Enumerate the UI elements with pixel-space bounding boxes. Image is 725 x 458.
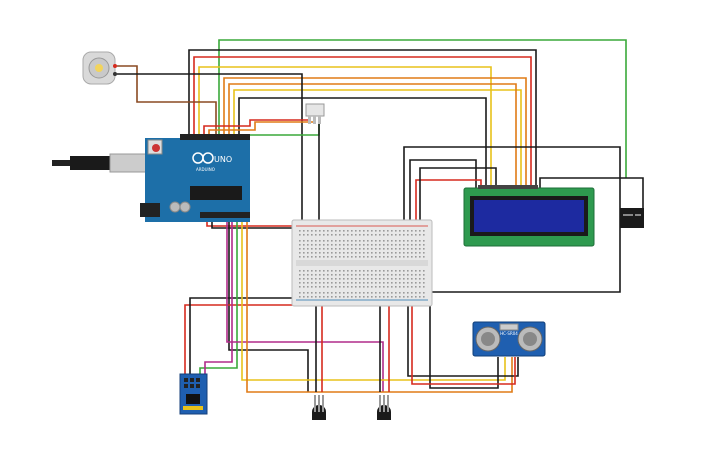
ultrasonic-label: HC-SR04 [500,331,518,336]
lcd-16x2[interactable] [463,185,595,247]
wire-lcd-black-3[interactable] [419,167,497,224]
esp-antenna-icon [183,406,203,410]
temperature-sensor-1[interactable] [312,395,326,420]
wire-brown-motor-1[interactable] [117,65,217,135]
arduino-brand-text: ARDUINO [196,167,215,172]
wire-pot-orange[interactable] [208,121,314,135]
breadboard[interactable] [291,219,433,307]
atmega-chip [190,186,242,200]
esp-chip [186,394,200,404]
wire-pot-red[interactable] [203,119,309,135]
wire-purple-sensor[interactable] [226,218,384,392]
wire-esp-green[interactable] [199,218,238,378]
wire-black-top-2[interactable] [238,97,487,188]
wire-orange-top-1[interactable] [223,77,527,188]
wire-us-yellow[interactable] [241,218,506,381]
wire-esp-purple[interactable] [204,218,233,378]
wire-lcd-black-2[interactable] [409,159,477,224]
crystal-oscillator [499,323,519,331]
wire-black-top-1[interactable] [188,49,537,188]
potentiometer[interactable] [305,103,325,124]
wire-esp-black-1[interactable] [228,218,309,392]
wire-yellow-top-1[interactable] [198,66,492,188]
digital-header [180,134,250,140]
temperature-sensor-2[interactable] [377,395,391,420]
wire-us-black-1[interactable] [429,298,499,389]
esp8266-module[interactable] [179,373,208,415]
wire-us-black-2[interactable] [407,298,519,377]
relay-module[interactable] [620,208,644,228]
wire-lcd-red[interactable] [415,179,482,224]
wire-green-top[interactable] [218,39,627,178]
analog-header [200,212,250,218]
wire-esp-red[interactable] [184,304,295,378]
ultrasonic-sensor[interactable]: HC-SR04 [472,321,546,357]
wire-orange-top-2[interactable] [228,83,517,188]
reset-button[interactable] [152,144,160,152]
wire-yellow-top-2[interactable] [233,89,522,188]
breadboard-holes [299,230,425,298]
arduino-model-text: UNO [214,155,232,164]
wire-us-red[interactable] [411,298,516,385]
wire-brown-motor-2[interactable] [117,73,303,224]
wires [117,39,644,393]
arduino-uno-board[interactable]: UNO ARDUINO [140,134,250,222]
dc-motor[interactable] [82,51,117,85]
power-jack [140,203,160,217]
usb-cable [52,153,149,173]
lcd-screen [474,200,584,232]
lcd-pin-header [478,185,538,189]
arduino-logo-icon [192,152,214,164]
wire-esp-black-2[interactable] [189,297,300,378]
motor-shaft-icon [95,64,103,72]
wire-red-top[interactable] [193,56,532,188]
